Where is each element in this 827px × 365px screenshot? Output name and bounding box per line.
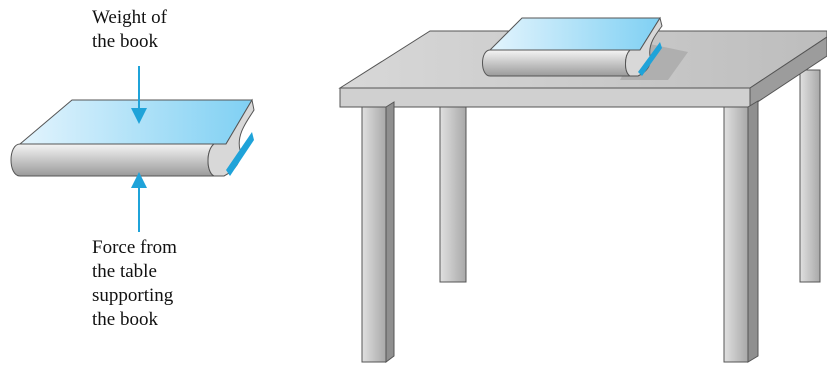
table-leg-front-right-side [748,101,758,362]
weight-label-line-1: Weight of [92,6,167,30]
weight-label-line-2: the book [92,30,167,54]
book-on-table-pages [483,50,631,76]
table-leg-front-left-side [386,102,394,362]
force-label-line-1: Force from [92,236,177,260]
table [340,31,827,362]
normal-force-label: Force from the table supporting the book [92,236,177,332]
book-cover [20,100,252,144]
weight-label: Weight of the book [92,6,167,54]
free-body-book [11,100,254,176]
table-leg-back-left [440,106,466,282]
force-label-line-4: the book [92,308,177,332]
table-leg-front-left [362,107,386,362]
book-on-table [483,18,689,80]
table-top-front-edge [340,88,750,107]
force-label-line-3: supporting [92,284,177,308]
book-pages [11,144,214,176]
table-leg-front-right [724,107,748,362]
table-leg-back-right [800,70,820,282]
book-on-table-cover [490,18,660,50]
force-label-line-2: the table [92,260,177,284]
